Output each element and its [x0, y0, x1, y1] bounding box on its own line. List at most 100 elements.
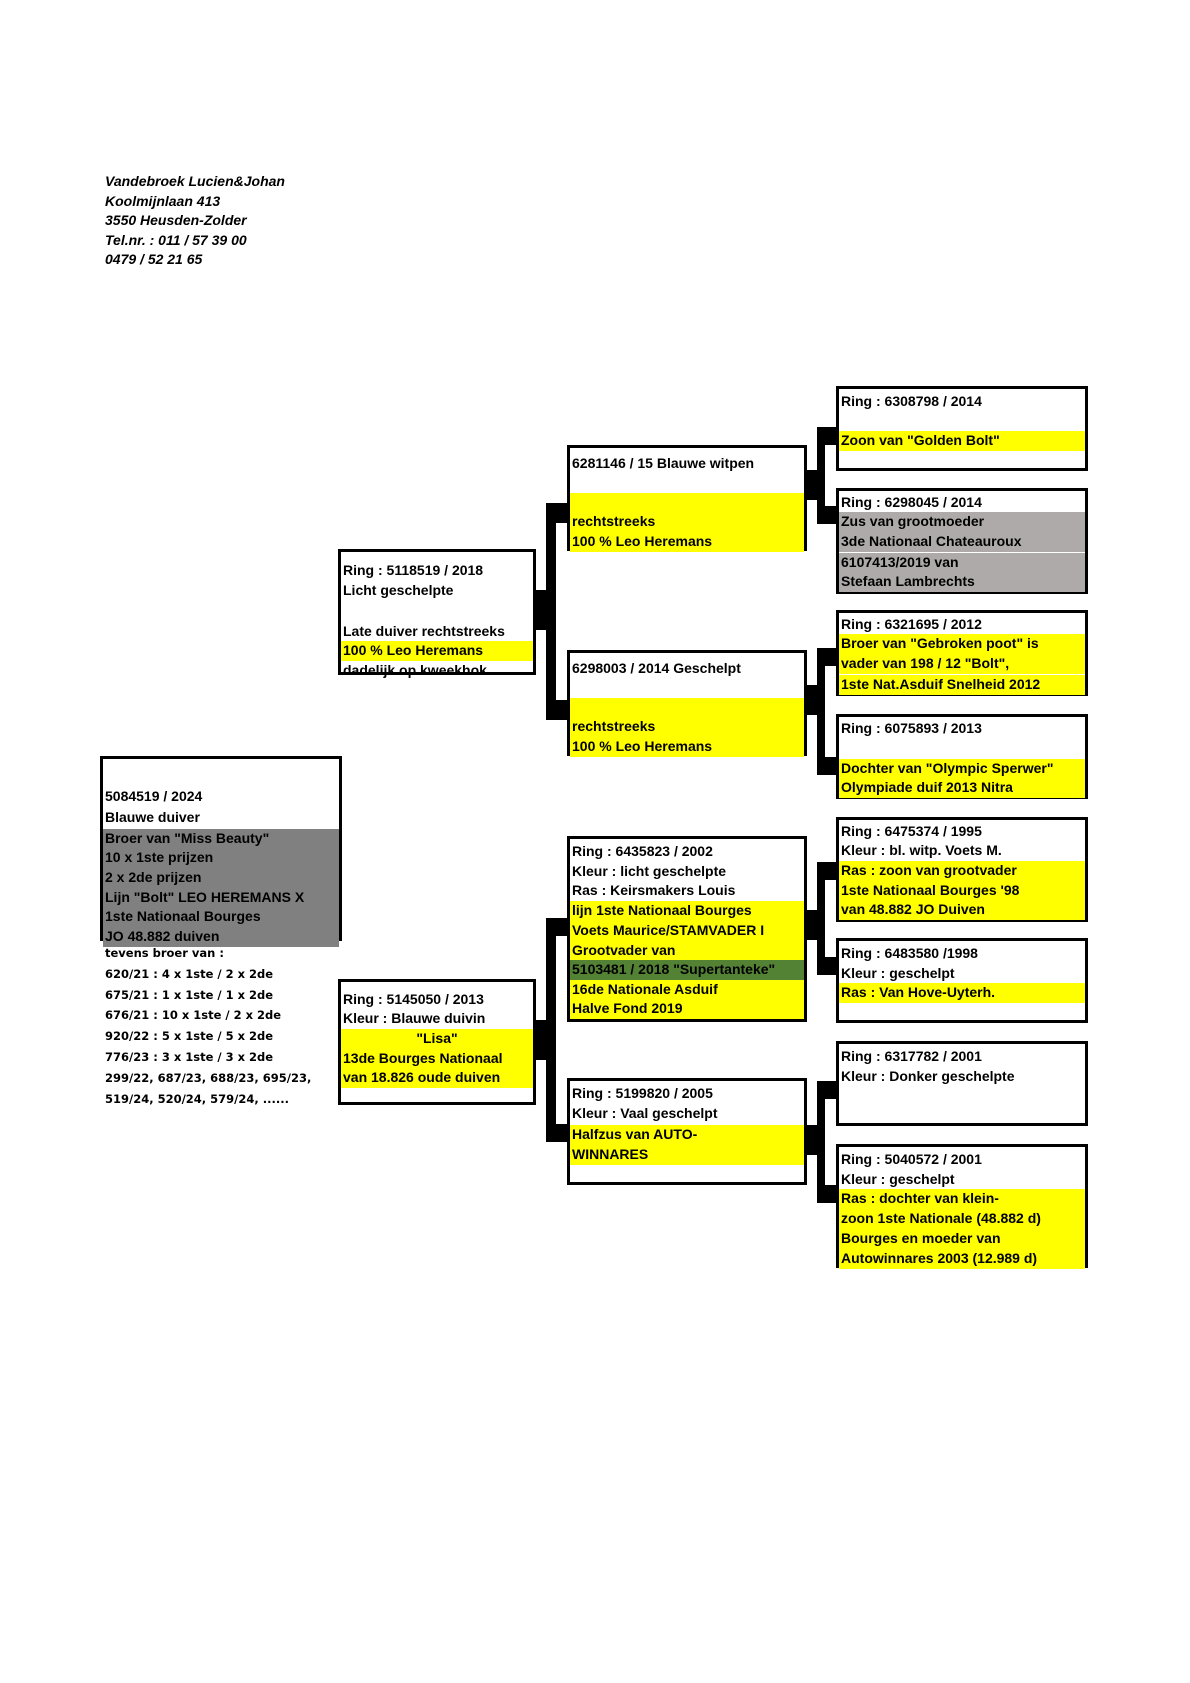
ff-line — [570, 493, 804, 513]
note-line: 676/21 : 10 x 1ste / 2 x 2de — [105, 1008, 282, 1023]
ff-line — [570, 474, 804, 494]
connector-line — [807, 470, 817, 500]
fmm-line: Dochter van "Olympic Sperwer" — [839, 759, 1085, 779]
note-line: 776/23 : 3 x 1ste / 3 x 2de — [105, 1049, 274, 1064]
breeder-phone: Tel.nr. : 011 / 57 39 00 — [105, 231, 247, 248]
mmm-line: zoon 1ste Nationale (48.882 d) — [839, 1209, 1085, 1229]
connector-line — [817, 427, 825, 524]
fmf-line: Ring : 6321695 / 2012 — [841, 616, 982, 632]
mmm-line: Bourges en moeder van — [839, 1229, 1085, 1249]
note-line: tevens broer van : — [105, 946, 224, 960]
subject-line: Blauwe duiver — [105, 809, 200, 825]
mmf-line — [839, 1106, 1085, 1126]
mm-line — [570, 1165, 804, 1185]
connector-line — [546, 503, 556, 720]
fm-line — [570, 698, 804, 718]
mm-line: Ring : 5199820 / 2005 — [572, 1085, 713, 1101]
mf-line: lijn 1ste Nationaal Bourges — [570, 901, 804, 921]
mf-line: 16de Nationale Asduif — [570, 980, 804, 1000]
mmf-line: Ring : 6317782 / 2001 — [841, 1048, 982, 1064]
subject-line: 1ste Nationaal Bourges — [103, 907, 339, 927]
ffm-line: Stefaan Lambrechts — [839, 572, 1085, 592]
breeder-street: Koolmijnlaan 413 — [105, 192, 221, 209]
sibling-notes: tevens broer van : 620/21 : 4 x 1ste / 2… — [105, 943, 335, 1109]
fm-line: 100 % Leo Heremans — [570, 737, 804, 757]
ffm-line: 3de Nationaal Chateauroux — [839, 532, 1085, 552]
subject-line: Lijn "Bolt" LEO HEREMANS X — [103, 888, 339, 908]
mmm-line: Ras : dochter van klein- — [839, 1189, 1085, 1209]
connector-line — [807, 910, 817, 940]
father-line: Late duiver rechtstreeks — [343, 623, 505, 639]
mfm-line: Kleur : geschelpt — [841, 965, 955, 981]
father-line: Licht geschelpte — [343, 582, 454, 598]
note-line: 675/21 : 1 x 1ste / 1 x 2de — [105, 987, 274, 1002]
fmm-line — [839, 738, 1085, 758]
mother-line: Ring : 5145050 / 2013 — [343, 991, 484, 1007]
ff-line: rechtstreeks — [570, 512, 804, 532]
father-line — [341, 601, 533, 621]
connector-line — [536, 1020, 546, 1060]
father-line: dadelijk op kweekhok — [343, 662, 487, 678]
mfm-line — [839, 1003, 1085, 1023]
ffm-line: Ring : 6298045 / 2014 — [841, 494, 982, 510]
mff-line: Ras : zoon van grootvader — [839, 861, 1085, 881]
mff-line: Ring : 6475374 / 1995 — [841, 823, 982, 839]
breeder-mobile: 0479 / 52 21 65 — [105, 251, 203, 267]
fm-line: 6298003 / 2014 Geschelpt — [572, 660, 741, 676]
ffm-line: 6107413/2019 van — [839, 553, 1085, 573]
note-line: 620/21 : 4 x 1ste / 2 x 2de — [105, 966, 274, 981]
mff-line: van 48.882 JO Duiven — [839, 900, 1085, 920]
father-line: Ring : 5118519 / 2018 — [343, 562, 484, 578]
mother-line: van 18.826 oude duiven — [341, 1068, 533, 1088]
fff-line — [839, 451, 1085, 471]
mf-line: Voets Maurice/STAMVADER I — [570, 921, 804, 941]
connector-line — [536, 590, 546, 630]
mf-line: Ring : 6435823 / 2002 — [572, 843, 713, 859]
subject-line: 5084519 / 2024 — [105, 788, 203, 804]
mmf-line: Kleur : Donker geschelpte — [841, 1068, 1015, 1084]
fff-line — [839, 412, 1085, 432]
fmm-line: Ring : 6075893 / 2013 — [841, 720, 982, 736]
subject-line: Broer van "Miss Beauty" — [103, 829, 339, 849]
fff-line: Ring : 6308798 / 2014 — [841, 393, 982, 409]
note-line: 299/22, 687/23, 688/23, 695/23, — [105, 1070, 312, 1085]
mm-line: WINNARES — [570, 1145, 804, 1165]
mm-line: Kleur : Vaal geschelpt — [572, 1105, 718, 1121]
mm-line: Halfzus van AUTO- — [570, 1125, 804, 1145]
mf-line: Grootvader van — [570, 941, 804, 961]
mf-line: Kleur : licht geschelpte — [572, 863, 727, 879]
breeder-city: 3550 Heusden-Zolder — [105, 212, 247, 228]
mf-line: Ras : Keirsmakers Louis — [572, 882, 736, 898]
connector-line — [817, 1081, 825, 1203]
connector-line — [807, 1125, 817, 1155]
subject-line: 10 x 1ste prijzen — [103, 848, 339, 868]
fmm-line: Olympiade duif 2013 Nitra — [839, 778, 1085, 798]
note-line: 519/24, 520/24, 579/24, ...... — [105, 1091, 289, 1106]
mmm-line: Autowinnares 2003 (12.989 d) — [839, 1249, 1085, 1269]
mother-line: Kleur : Blauwe duivin — [343, 1010, 486, 1026]
fmf-line: vader van 198 / 12 "Bolt", — [839, 654, 1085, 674]
mff-line: 1ste Nationaal Bourges '98 — [839, 881, 1085, 901]
mff-line: Kleur : bl. witp. Voets M. — [841, 842, 1002, 858]
mmf-line — [839, 1086, 1085, 1106]
mother-line: "Lisa" — [341, 1029, 533, 1049]
breeder-header: Vandebroek Lucien&Johan Koolmijnlaan 413… — [105, 172, 505, 270]
fm-line: rechtstreeks — [570, 717, 804, 737]
ff-line: 100 % Leo Heremans — [570, 532, 804, 552]
father-line: 100 % Leo Heremans — [341, 641, 533, 661]
fff-line: Zoon van "Golden Bolt" — [839, 431, 1085, 451]
subject-line: 2 x 2de prijzen — [103, 868, 339, 888]
